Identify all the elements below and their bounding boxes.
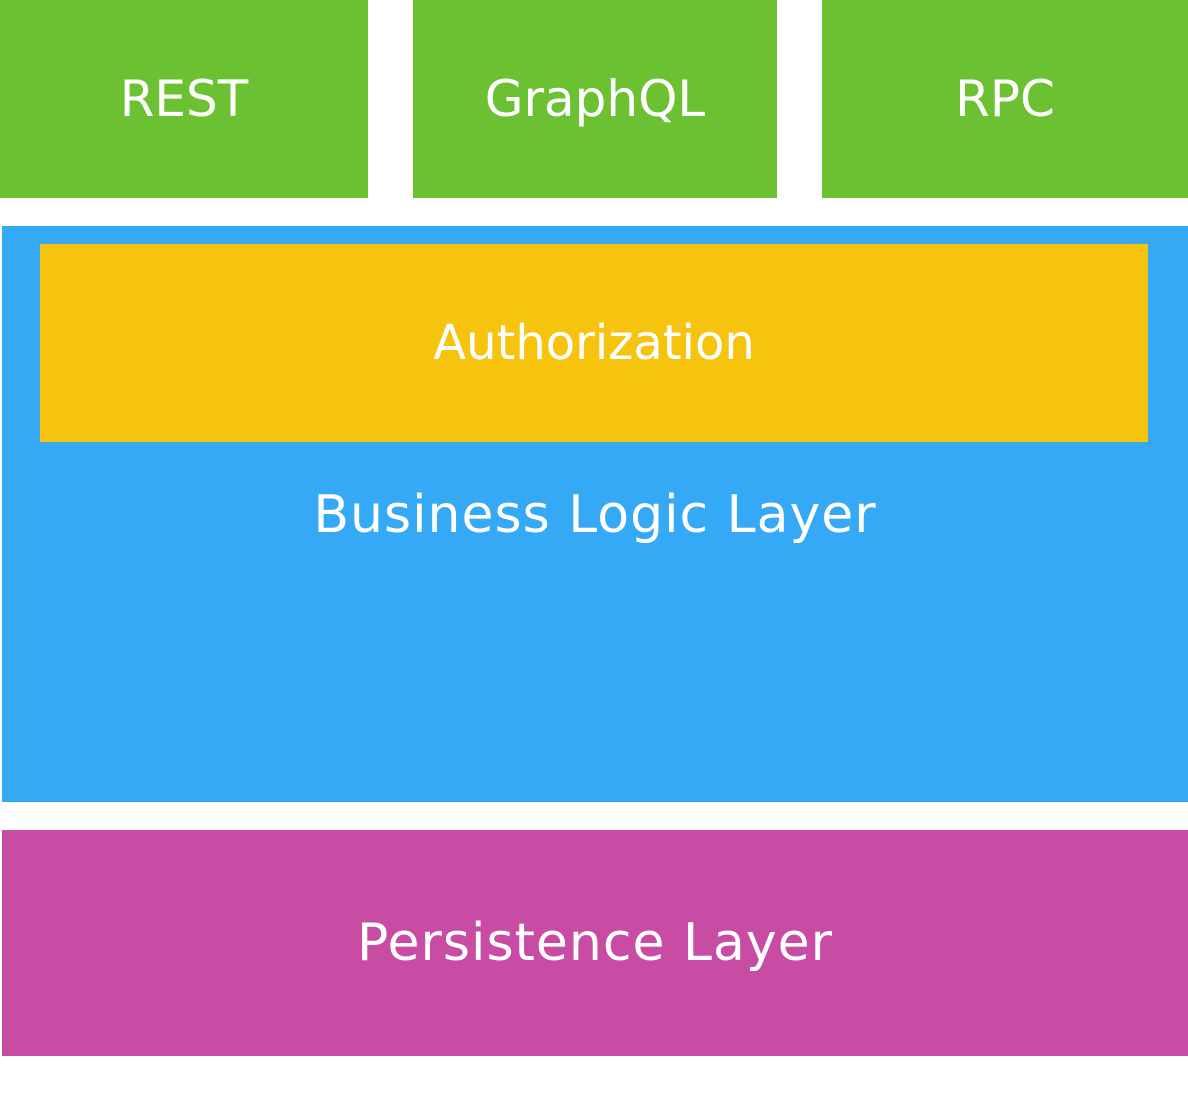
persistence-layer-block: Persistence Layer [2,830,1188,1056]
api-label-graphql: GraphQL [484,70,706,128]
api-label-rest: REST [119,70,249,128]
authorization-label: Authorization [433,315,755,371]
api-block-graphql: GraphQL [413,0,777,198]
api-label-rpc: RPC [955,70,1055,128]
api-block-rest: REST [0,0,368,198]
persistence-layer-label: Persistence Layer [357,913,833,973]
business-logic-layer-label: Business Logic Layer [313,485,877,545]
authorization-block: Authorization [40,244,1148,442]
api-block-rpc: RPC [822,0,1188,198]
